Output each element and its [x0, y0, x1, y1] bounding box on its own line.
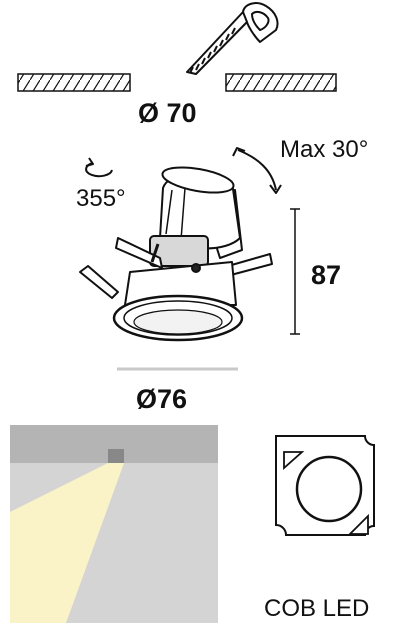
downlight-spot-icon — [108, 449, 124, 463]
cutout-diameter-label: Ø 70 — [138, 98, 197, 128]
rotation-angle-label: 355° — [76, 185, 126, 212]
tilt-arc-arrow-icon — [232, 147, 282, 194]
tilt-angle-label: Max 30° — [280, 136, 369, 163]
led-type-label: COB LED — [264, 595, 370, 622]
trim-diameter-label: Ø76 — [136, 384, 188, 414]
hand-saw-icon — [186, 2, 279, 75]
downlight-fixture — [79, 166, 273, 342]
height-dimension-label: 87 — [311, 260, 342, 290]
ceiling-cutout-section — [17, 73, 337, 92]
cob-led-chip-icon — [275, 435, 375, 536]
rotate-arrow-icon — [85, 157, 113, 178]
beam-illustration — [10, 425, 218, 623]
height-dimension-line — [290, 208, 300, 335]
